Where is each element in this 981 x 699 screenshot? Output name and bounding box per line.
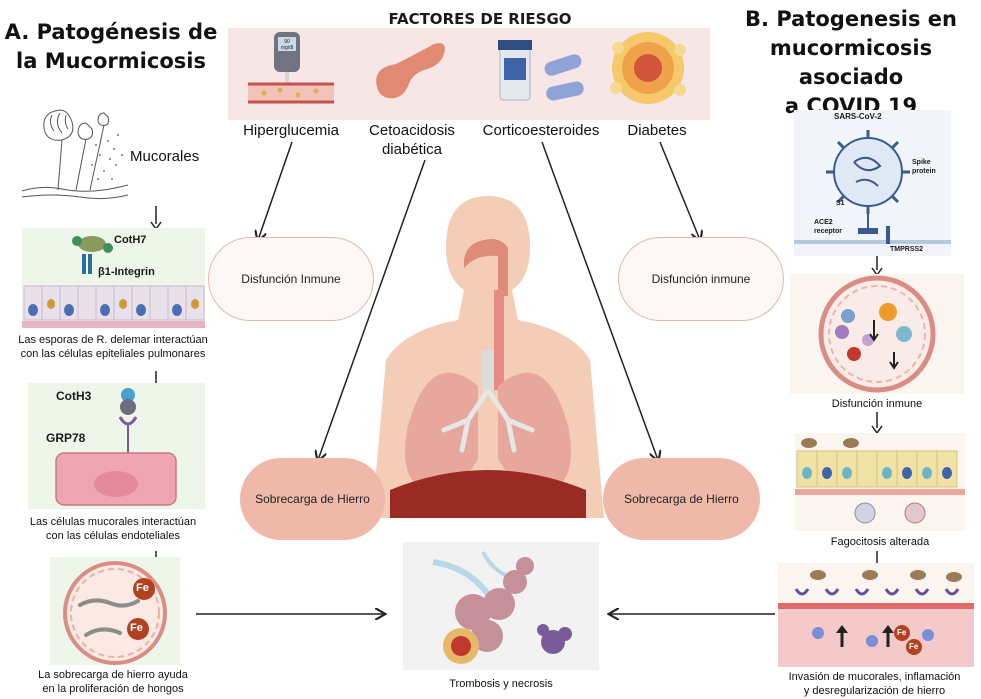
ace2-line1: ACE2 bbox=[814, 219, 833, 226]
left-step3-line1: La sobrecarga de hierro ayuda bbox=[38, 669, 188, 681]
sars-cov-2-panel: SARS-CoV-2 Spike protein S1 ACE2 recepto… bbox=[794, 110, 951, 256]
left-step3-line2: en la proliferación de hongos bbox=[42, 683, 184, 695]
diabetes-cell-icon bbox=[610, 32, 686, 104]
right-step3-caption: Invasión de mucorales, inflamación y des… bbox=[768, 670, 981, 698]
right-title-line1: B. Patogenesis en bbox=[745, 7, 957, 31]
left-step2-line2: con las células endoteliales bbox=[46, 530, 180, 542]
right-step2-caption: Fagocitosis alterada bbox=[830, 536, 930, 548]
immune-dysfunction-panel bbox=[790, 274, 964, 394]
risk-diabetes: Diabetes bbox=[627, 122, 687, 139]
iron-overload-left: Sobrecarga de Hierro bbox=[240, 458, 385, 540]
right-arrow-2 bbox=[871, 412, 883, 434]
left-step2-caption: Las células mucorales interactúan con la… bbox=[0, 515, 226, 543]
ace2-receptor-label: ACE2 receptor bbox=[814, 218, 842, 236]
b1-integrin-label: β1-Integrin bbox=[98, 266, 155, 278]
invasion-panel: Fe Fe bbox=[778, 563, 974, 667]
left-step1-line2: con las células epiteliales pulmonares bbox=[20, 348, 206, 360]
left-step1-caption: Las esporas de R. delemar interactúan co… bbox=[0, 333, 226, 361]
mucorales-label: Mucorales bbox=[130, 148, 200, 165]
glucometer-icon bbox=[274, 32, 300, 84]
right-step3-line2: y desregularización de hierro bbox=[803, 685, 946, 697]
coth3-label: CotH3 bbox=[56, 389, 92, 403]
risk-factors-title: FACTORES DE RIESGO bbox=[388, 10, 572, 28]
grp78-label: GRP78 bbox=[46, 431, 86, 445]
ace2-line2: receptor bbox=[814, 228, 843, 235]
coth7-label: CotH7 bbox=[114, 234, 147, 246]
phagocytosis-panel bbox=[795, 433, 965, 531]
left-title-line2: la Mucormicosis bbox=[16, 49, 206, 73]
immune-dysfunction-left: Disfunción Inmune bbox=[208, 237, 374, 321]
iron-vessel-panel: Fe Fe bbox=[50, 557, 180, 665]
thrombosis-panel bbox=[403, 542, 599, 670]
s1-label: S1 bbox=[836, 200, 845, 207]
right-title-line2: mucormicosis asociado bbox=[769, 36, 933, 89]
right-step1-caption: Disfunción inmune bbox=[831, 398, 923, 410]
left-title-line1: A. Patogénesis de bbox=[4, 20, 218, 44]
left-arrow-1 bbox=[150, 206, 162, 230]
risk-cetoacidosis-line2: diabética bbox=[381, 141, 443, 158]
right-step3-line1: Invasión de mucorales, inflamación bbox=[788, 671, 961, 683]
sars-cov-2-title: SARS-CoV-2 bbox=[834, 112, 882, 121]
right-arrow-1 bbox=[871, 256, 883, 276]
pancreas-icon bbox=[376, 43, 445, 99]
spike-line1: Spike bbox=[912, 159, 931, 166]
glucometer-reading: 90 mg/dl bbox=[280, 39, 294, 51]
fe-label-1: Fe bbox=[136, 582, 149, 594]
risk-cetoacidosis: Cetoacidosis diabética bbox=[357, 121, 467, 159]
right-title: B. Patogenesis en mucormicosis asociado … bbox=[722, 5, 980, 121]
invasion-fe-label-1: Fe bbox=[897, 628, 907, 637]
human-respiratory-illustration bbox=[368, 190, 608, 518]
left-title: A. Patogénesis de la Mucormicosis bbox=[0, 18, 222, 76]
thrombosis-caption: Trombosis y necrosis bbox=[449, 678, 553, 690]
mucorales-illustration bbox=[20, 95, 132, 205]
risk-corticoesteroides: Corticoesteroides bbox=[482, 122, 600, 139]
spike-line2: protein bbox=[912, 168, 936, 175]
medication-icon bbox=[498, 40, 584, 101]
risk-factors-band: 90 mg/dl bbox=[228, 28, 710, 120]
risk-hiperglucemia: Hiperglucemia bbox=[243, 122, 339, 139]
immune-dysfunction-right: Disfunción inmune bbox=[618, 237, 784, 321]
left-step2-line1: Las células mucorales interactúan bbox=[29, 516, 197, 528]
left-step3-caption: La sobrecarga de hierro ayuda en la prol… bbox=[0, 668, 226, 696]
epithelial-cells-panel: CotH7 β1-Integrin bbox=[22, 228, 205, 328]
risk-cetoacidosis-line1: Cetoacidosis bbox=[369, 122, 455, 139]
endothelial-cells-panel: CotH3 GRP78 bbox=[28, 383, 205, 509]
fe-label-2: Fe bbox=[130, 622, 143, 634]
iron-overload-right: Sobrecarga de Hierro bbox=[603, 458, 760, 540]
invasion-fe-label-2: Fe bbox=[909, 642, 919, 651]
left-step1-line1: Las esporas de R. delemar interactúan bbox=[18, 334, 208, 346]
spike-protein-label: Spike protein bbox=[912, 158, 936, 176]
tmprss2-label: TMPRSS2 bbox=[890, 246, 924, 253]
